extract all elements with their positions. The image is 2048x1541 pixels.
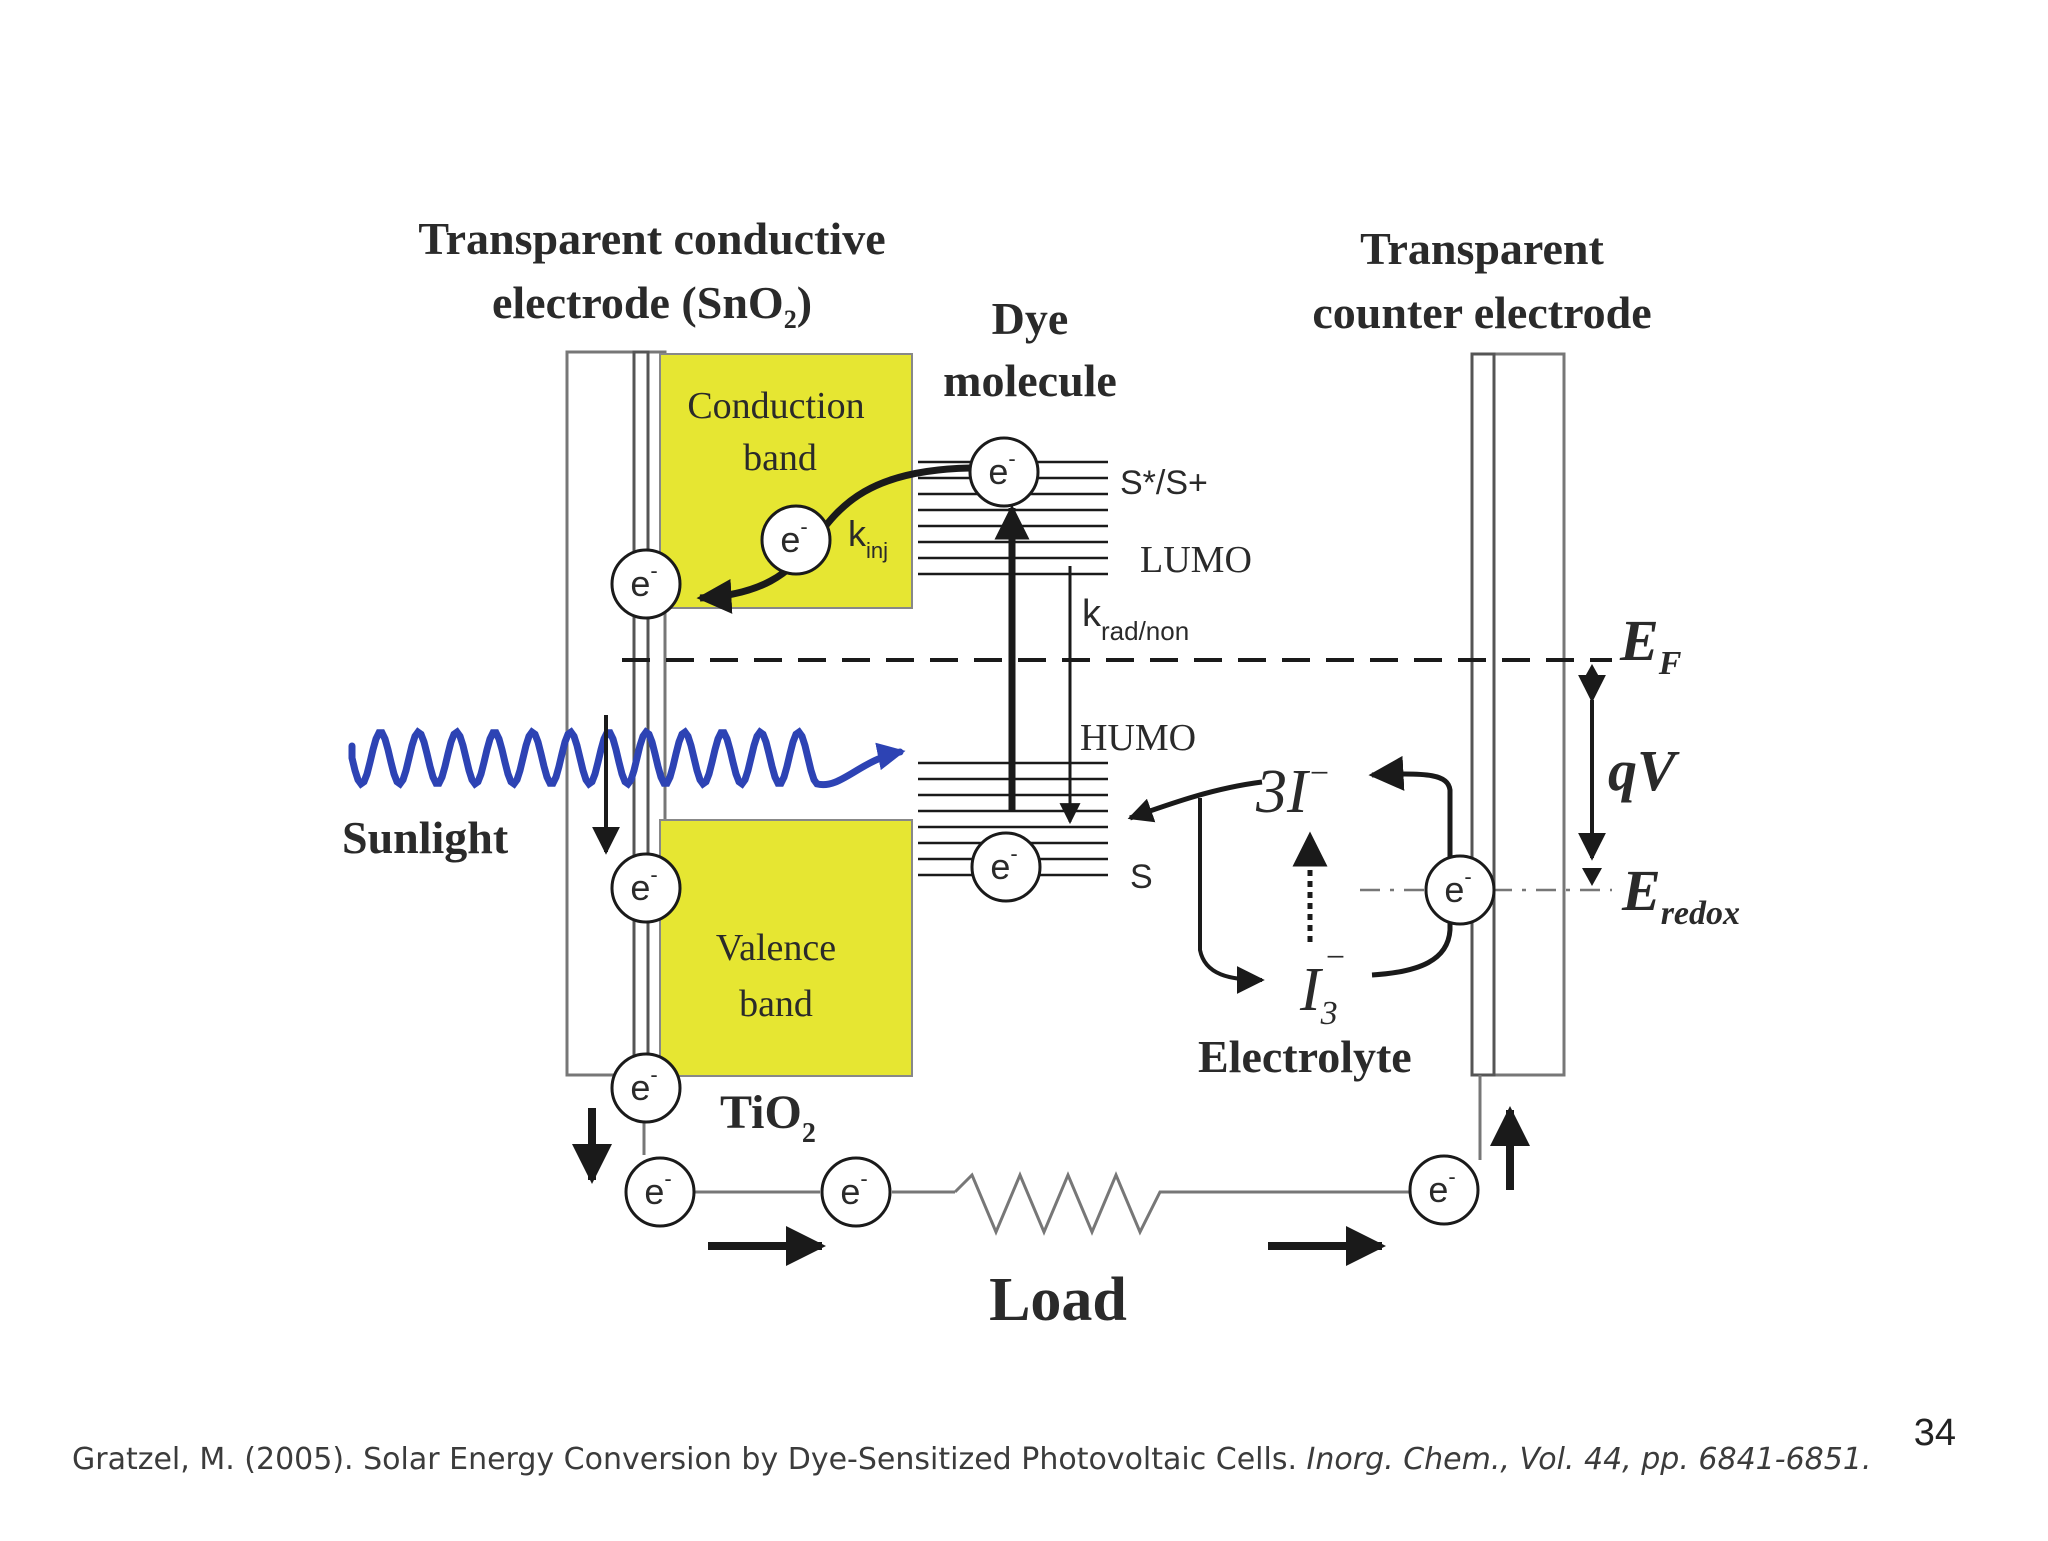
svg-text:e-: e-	[840, 1166, 867, 1212]
conduction-band-label-1: Conduction	[687, 385, 864, 427]
iodide-label: 3I−	[1255, 755, 1331, 826]
ef-label: EF	[1619, 608, 1682, 682]
electrolyte-label: Electrolyte	[1198, 1031, 1412, 1082]
tco-strip	[632, 350, 650, 1077]
triiodide-to-counter-arrow	[1368, 755, 1453, 978]
svg-text:e-: e-	[780, 514, 807, 560]
svg-text:e-: e-	[644, 1166, 671, 1212]
svg-text:e-: e-	[630, 1062, 657, 1108]
valence-band-label-2: band	[739, 983, 813, 1025]
kinj-label: kinj	[848, 513, 888, 563]
electron-circuit-middle: e-	[820, 1156, 892, 1228]
electron-counter: e-	[1424, 854, 1496, 926]
external-circuit	[642, 1075, 1482, 1236]
electron-circuit-left: e-	[624, 1156, 696, 1228]
counter-label-line1: Transparent	[1360, 223, 1604, 274]
iodide-to-triiodide-arrow	[1198, 798, 1265, 994]
electron-circuit-right: e-	[1408, 1154, 1480, 1226]
homo-label: HUMO	[1080, 717, 1196, 759]
svg-text:e-: e-	[630, 862, 657, 908]
lumo-label: LUMO	[1140, 539, 1252, 581]
s-star-label: S*/S+	[1120, 464, 1208, 502]
electron-tco-upper: e-	[610, 548, 682, 620]
svg-text:e-: e-	[1444, 864, 1471, 910]
electron-dye-excited: e-	[968, 436, 1040, 508]
triiodide-label: I3−	[1299, 939, 1347, 1032]
citation: Gratzel, M. (2005). Solar Energy Convers…	[72, 1442, 1872, 1477]
valence-band-box	[659, 819, 913, 1077]
svg-text:e-: e-	[1428, 1164, 1455, 1210]
qv-label: qV	[1608, 738, 1680, 803]
svg-text:e-: e-	[990, 841, 1017, 887]
dye-label-line2: molecule	[943, 355, 1117, 406]
electron-conduction-band: e-	[760, 504, 832, 576]
svg-text:e-: e-	[988, 446, 1015, 492]
tco-label-line1: Transparent conductive	[418, 213, 885, 264]
svg-text:e-: e-	[630, 558, 657, 604]
counter-strip	[1470, 352, 1496, 1077]
tio2-label: TiO2	[720, 1086, 816, 1149]
eredox-label: Eredox	[1621, 858, 1740, 932]
sunlight-wave	[348, 727, 906, 789]
valence-band-label-1: Valence	[716, 927, 836, 969]
iodide-to-dye-arrow	[1127, 779, 1263, 823]
counter-label-line2: counter electrode	[1312, 287, 1651, 338]
dye-label-line1: Dye	[992, 293, 1069, 344]
tco-label-line2: electrode (SnO2)	[492, 277, 812, 334]
page-number: 34	[1913, 1412, 1956, 1454]
conduction-band-label-2: band	[743, 437, 817, 479]
tco-electrode	[565, 350, 667, 1077]
s-label: S	[1130, 858, 1153, 896]
electron-dye-ground: e-	[970, 831, 1042, 903]
electron-tco-bottom: e-	[610, 1052, 682, 1124]
sunlight-label: Sunlight	[342, 812, 509, 863]
krad-label: krad/non	[1082, 593, 1189, 646]
electron-tco-middle: e-	[610, 852, 682, 924]
load-label: Load	[989, 1266, 1127, 1334]
